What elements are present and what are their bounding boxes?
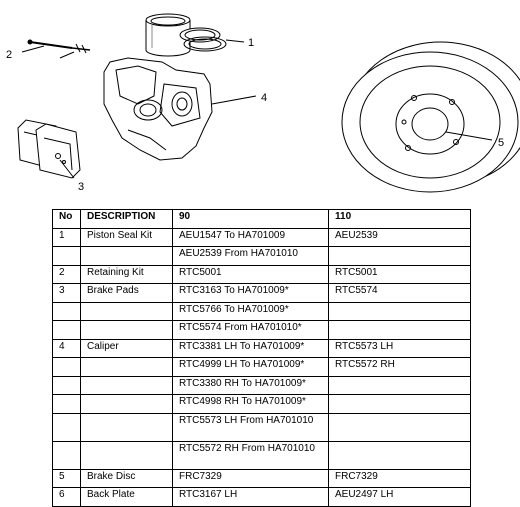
retaining-kit-drawing (21, 39, 91, 59)
cell-no (52, 246, 81, 266)
table-row: RTC5572 RH From HA701010 (52, 440, 471, 470)
cell-110: AEU2539 (328, 227, 471, 247)
table-row: RTC4999 LH To HA701009* RTC5572 RH (52, 357, 471, 377)
cell-description (80, 375, 173, 395)
cell-description (80, 357, 173, 377)
cell-90: AEU1547 To HA701009 (172, 227, 329, 247)
cell-110 (328, 301, 471, 321)
cell-no: 6 (52, 487, 81, 507)
cell-no (52, 394, 81, 414)
cell-no: 3 (52, 283, 81, 303)
cell-110 (328, 320, 471, 340)
cell-description: Brake Disc (80, 468, 173, 488)
brake-disc-drawing (341, 41, 520, 193)
cell-90: RTC3380 RH To HA701009* (172, 375, 329, 395)
cell-90: RTC5766 To HA701009* (172, 301, 329, 321)
cell-description (80, 320, 173, 340)
cell-110 (328, 394, 471, 414)
cell-description: Caliper (80, 338, 173, 358)
cell-description: Piston Seal Kit (80, 227, 173, 247)
callout-1: 1 (248, 37, 254, 49)
callout-4: 4 (261, 92, 267, 104)
cell-90: FRC7329 (172, 468, 329, 488)
table-row: RTC3380 RH To HA701009* (52, 375, 471, 395)
cell-110: AEU2497 LH (328, 487, 471, 507)
cell-90: RTC3381 LH To HA701009* (172, 338, 329, 358)
table-row: 2 Retaining Kit RTC5001 RTC5001 (52, 264, 471, 284)
cell-description (80, 412, 173, 442)
cell-90: RTC4999 LH To HA701009* (172, 357, 329, 377)
header-110: 110 (328, 209, 471, 229)
table-row: RTC5574 From HA701010* (52, 320, 471, 340)
table-row: RTC5766 To HA701009* (52, 301, 471, 321)
cell-no: 2 (52, 264, 81, 284)
cell-110: RTC5574 (328, 283, 471, 303)
cell-110: RTC5572 RH (328, 357, 471, 377)
piston-seal-kit-drawing (145, 13, 245, 57)
cell-no: 5 (52, 468, 81, 488)
header-no: No (52, 209, 81, 229)
table-row: AEU2539 From HA701010 (52, 246, 471, 266)
exploded-parts-diagram: 1 2 3 4 5 (0, 0, 520, 205)
cell-description: Brake Pads (80, 283, 173, 303)
cell-90: RTC5001 (172, 264, 329, 284)
cell-110 (328, 375, 471, 395)
cell-110: FRC7329 (328, 468, 471, 488)
callout-2: 2 (6, 49, 12, 61)
cell-90: RTC3167 LH (172, 487, 329, 507)
cell-no (52, 440, 81, 470)
header-description: DESCRIPTION (80, 209, 173, 229)
table-header-row: No DESCRIPTION 90 110 (52, 209, 471, 229)
table-row: RTC5573 LH From HA701010 (52, 412, 471, 442)
caliper-drawing (103, 57, 257, 161)
callout-3: 3 (78, 181, 84, 193)
cell-no (52, 412, 81, 442)
table-row: 5 Brake Disc FRC7329 FRC7329 (52, 468, 471, 488)
cell-no (52, 320, 81, 340)
cell-no (52, 357, 81, 377)
callout-5: 5 (498, 137, 504, 149)
cell-description: Retaining Kit (80, 264, 173, 284)
cell-90: AEU2539 From HA701010 (172, 246, 329, 266)
cell-110: RTC5001 (328, 264, 471, 284)
table-row: 1 Piston Seal Kit AEU1547 To HA701009 AE… (52, 227, 471, 247)
cell-no (52, 375, 81, 395)
cell-110 (328, 246, 471, 266)
cell-description: Back Plate (80, 487, 173, 507)
cell-90: RTC3163 To HA701009* (172, 283, 329, 303)
cell-description (80, 246, 173, 266)
header-90: 90 (172, 209, 329, 229)
cell-no: 4 (52, 338, 81, 358)
parts-table: No DESCRIPTION 90 110 1 Piston Seal Kit … (52, 209, 471, 507)
cell-no (52, 301, 81, 321)
cell-90: RTC5573 LH From HA701010 (172, 412, 329, 442)
table-row: 6 Back Plate RTC3167 LH AEU2497 LH (52, 487, 471, 507)
cell-no: 1 (52, 227, 81, 247)
cell-description (80, 394, 173, 414)
table-row: RTC4998 RH To HA701009* (52, 394, 471, 414)
cell-110 (328, 440, 471, 470)
cell-90: RTC5572 RH From HA701010 (172, 440, 329, 470)
cell-description (80, 301, 173, 321)
table-row: 3 Brake Pads RTC3163 To HA701009* RTC557… (52, 283, 471, 303)
cell-110: RTC5573 LH (328, 338, 471, 358)
cell-110 (328, 412, 471, 442)
brake-pads-drawing (17, 119, 81, 179)
table-row: 4 Caliper RTC3381 LH To HA701009* RTC557… (52, 338, 471, 358)
cell-90: RTC4998 RH To HA701009* (172, 394, 329, 414)
cell-description (80, 440, 173, 470)
cell-90: RTC5574 From HA701010* (172, 320, 329, 340)
